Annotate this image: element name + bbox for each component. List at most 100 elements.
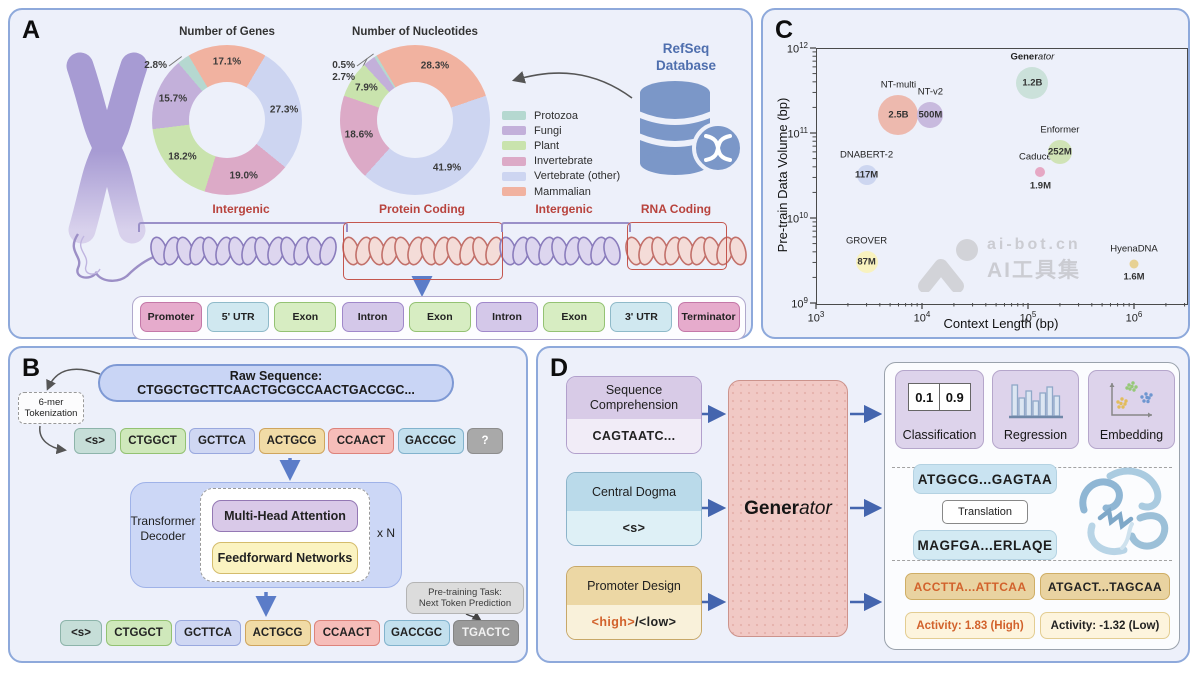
legend-item-mammalian: Mammalian	[502, 184, 620, 199]
exponent: 9	[803, 296, 808, 305]
bubble-caduceus	[1035, 166, 1046, 177]
region-label-intergenic-1: Intergenic	[212, 202, 270, 216]
pretrain-task-box: Pre-training Task: Next Token Prediction	[406, 582, 524, 614]
legend-label: Invertebrate	[534, 155, 593, 168]
task-title: Sequence Comprehension	[567, 377, 701, 419]
multi-head-attention-box: Multi-Head Attention	[212, 500, 358, 532]
donut-hole	[189, 82, 265, 158]
legend-item-plant: Plant	[502, 138, 620, 153]
panel-c: C ai-bot.cn AI工具集 Context Length (bp) Pr…	[761, 8, 1190, 339]
dna-helix-unit	[241, 236, 259, 266]
slice-value-fungi: 15.7%	[158, 93, 188, 105]
bubble-nt-v2	[917, 101, 944, 128]
low-activity-box: Activity: -1.32 (Low)	[1040, 612, 1170, 639]
chromosome-illustration	[66, 52, 157, 282]
dna-helix-unit	[189, 236, 207, 266]
exponent: 5	[1031, 310, 1037, 319]
dna-helix-unit	[267, 236, 285, 266]
dna-helix-unit	[577, 236, 595, 266]
y-tick-10e10: 1010	[786, 211, 808, 226]
dna-helix-unit	[538, 236, 556, 266]
dna-helix-unit	[280, 236, 298, 266]
slice-value-protozoa: 0.5%	[332, 60, 355, 71]
dna-helix-unit	[163, 236, 181, 266]
refseq-db-title: RefSeq Database	[655, 41, 717, 73]
token-ccaact: CCAACT	[328, 428, 394, 454]
legend-item-vertebrate-other-: Vertebrate (other)	[502, 169, 620, 184]
dna-sequence-pill: ATGGCG...GAGTAA	[913, 464, 1057, 494]
classification-card: 0.1 0.9 Classification	[895, 370, 984, 449]
region-label-rna-coding: RNA Coding	[640, 202, 712, 216]
task-card-promoter-design: Promoter Design <high> / <low>	[566, 566, 702, 640]
dna-helix-unit	[590, 236, 608, 266]
legend-item-fungi: Fungi	[502, 123, 620, 138]
dna-helix-unit	[603, 236, 621, 266]
legend-label: Mammalian	[534, 185, 591, 198]
gene-box-intron: Intron	[341, 302, 404, 332]
dna-helix-unit	[525, 236, 543, 266]
token-?: ?	[467, 428, 503, 454]
legend-swatch	[502, 187, 526, 197]
legend-item-invertebrate: Invertebrate	[502, 154, 620, 169]
token-gaccgc: GACCGC	[383, 620, 450, 646]
embedding-card: Embedding	[1088, 370, 1175, 449]
panel-d-label: D	[550, 354, 569, 382]
bubble-label-dnabert-2: DNABERT-2	[839, 149, 894, 161]
task-input-sequence: <high> / <low>	[567, 605, 701, 639]
donut-number-of-nucleotides	[340, 45, 490, 195]
slice-value-vertebrate-other-: 27.3%	[269, 104, 299, 116]
bubble-params-caduceus: 1.9M	[1029, 180, 1051, 192]
watermark-text: ai-bot.cn AI工具集	[987, 236, 1081, 282]
x-tick-10e4: 104	[913, 310, 931, 325]
bubble-dnabert-2	[856, 165, 877, 186]
token-ctggct: CTGGCT	[119, 428, 186, 454]
y-axis-label: Pre-train Data Volume (bp)	[775, 97, 790, 253]
bubble-label-nt-multi: NT-multi	[880, 79, 917, 90]
dna-helix-unit	[176, 236, 194, 266]
donut-number-of-genes	[152, 45, 302, 195]
refseq-to-charts-arrow	[511, 71, 633, 99]
legend-item-protozoa: Protozoa	[502, 108, 620, 123]
dna-helix-unit	[228, 236, 246, 266]
exponent: 10	[799, 211, 808, 220]
raw-sequence-pill: Raw Sequence: CTGGCTGCTTCAACTGCGCCAACTGA…	[98, 364, 454, 402]
slice-value-protozoa: 2.8%	[144, 60, 167, 71]
y-tick-10e11: 1011	[787, 126, 808, 141]
high-activity-box: Activity: 1.83 (High)	[905, 612, 1035, 639]
slice-value-mammalian: 28.3%	[420, 60, 450, 72]
rna-coding-box	[627, 222, 727, 270]
dna-helix-unit	[551, 236, 569, 266]
bubble-params-dnabert-2: 117M	[854, 169, 879, 181]
tokenizer-box: 6-mer Tokenization	[18, 392, 84, 424]
bubble-label-nt-v2: NT-v2	[917, 86, 944, 97]
dna-helix-unit	[254, 236, 272, 266]
donut-nucleotides-title: Number of Nucleotides	[352, 26, 478, 38]
token-gcttca: GCTTCA	[175, 620, 241, 646]
y-tick-10e9: 109	[791, 296, 808, 311]
slice-value-mammalian: 17.1%	[212, 56, 242, 68]
token-actgcg: ACTGCG	[258, 428, 325, 454]
token-tgactc: TGACTC	[453, 620, 519, 646]
database-icon	[636, 81, 744, 175]
gene-box-exon: Exon	[543, 302, 606, 332]
bubble-params-nt-multi: 2.5B	[888, 109, 909, 120]
bubble-generator	[1016, 66, 1049, 99]
bubble-params-hyenadna: 1.6M	[1123, 271, 1145, 283]
dna-helix-unit	[202, 236, 220, 266]
token-gcttca: GCTTCA	[189, 428, 255, 454]
dna-helix-unit	[150, 236, 168, 266]
donut-genes-title: Number of Genes	[179, 26, 275, 38]
low-promoter-sequence: ATGACT...TAGCAA	[1040, 573, 1170, 600]
exponent: 3	[819, 310, 825, 319]
embedding-label: Embedding	[1099, 428, 1164, 442]
scatter-icon	[1109, 381, 1153, 418]
task-input-sequence: <s>	[567, 511, 701, 545]
classification-value-0: 0.1	[908, 383, 941, 411]
exponent: 6	[1137, 310, 1143, 319]
dna-helix-unit	[306, 236, 324, 266]
panel-c-label: C	[775, 16, 794, 44]
token-ctggct: CTGGCT	[105, 620, 172, 646]
regression-card: Regression	[992, 370, 1079, 449]
legend-label: Protozoa	[534, 109, 579, 122]
